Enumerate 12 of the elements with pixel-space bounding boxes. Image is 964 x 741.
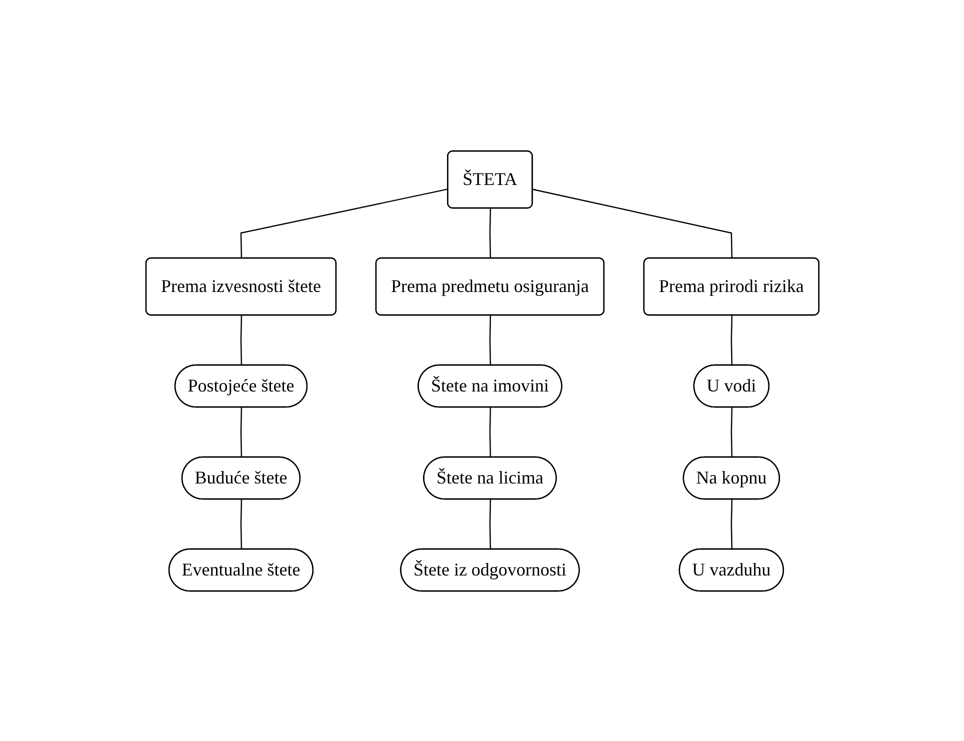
connector [488,314,491,366]
connector [240,406,242,458]
connector [730,314,732,366]
connector [730,498,732,550]
connector [488,498,491,550]
connector [532,188,732,258]
connector [488,208,491,258]
connector [240,188,448,258]
connector [240,314,242,366]
connector [240,498,242,550]
connector [488,406,491,458]
connector [730,406,732,458]
